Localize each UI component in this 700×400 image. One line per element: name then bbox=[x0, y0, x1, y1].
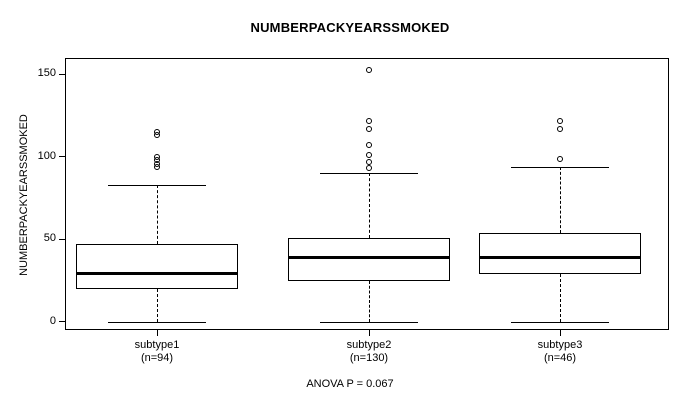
x-tick-label-subtype3: subtype3(n=46) bbox=[490, 339, 630, 365]
category-count: (n=130) bbox=[349, 352, 389, 364]
lower-whisker bbox=[369, 280, 370, 322]
x-tick-mark bbox=[560, 330, 561, 336]
outlier-point bbox=[154, 163, 160, 170]
lower-whisker-cap bbox=[108, 321, 206, 323]
outlier-point bbox=[366, 66, 372, 73]
x-tick-label-subtype2: subtype2(n=130) bbox=[299, 339, 439, 365]
x-tick-mark bbox=[157, 330, 158, 336]
anova-annotation: ANOVA P = 0.067 bbox=[306, 378, 394, 390]
outlier-point bbox=[366, 152, 372, 159]
category-name: subtype1 bbox=[134, 339, 180, 351]
upper-whisker bbox=[560, 166, 561, 233]
x-tick-mark bbox=[369, 330, 370, 336]
y-axis-label: NUMBERPACKYEARSSMOKED bbox=[18, 114, 30, 276]
category-count: (n=46) bbox=[543, 352, 577, 364]
lower-whisker bbox=[157, 288, 158, 322]
x-tick-label-subtype1: subtype1(n=94) bbox=[87, 339, 227, 365]
median-line bbox=[288, 255, 450, 259]
box-rect bbox=[288, 237, 450, 281]
outlier-point bbox=[366, 125, 372, 132]
median-line bbox=[76, 272, 238, 276]
outlier-point bbox=[557, 117, 563, 124]
upper-whisker bbox=[369, 173, 370, 238]
chart-title: NUMBERPACKYEARSSMOKED bbox=[250, 20, 450, 35]
median-line bbox=[479, 255, 641, 259]
category-name: subtype3 bbox=[537, 339, 583, 351]
y-tick-mark bbox=[59, 238, 65, 240]
plot-area bbox=[65, 58, 669, 330]
upper-whisker bbox=[157, 184, 158, 245]
outlier-point bbox=[366, 158, 372, 165]
upper-whisker-cap bbox=[511, 166, 609, 168]
outlier-point bbox=[557, 125, 563, 132]
y-tick-mark bbox=[59, 321, 65, 323]
y-tick-mark bbox=[59, 73, 65, 75]
box-rect bbox=[76, 244, 238, 289]
outlier-point bbox=[366, 117, 372, 124]
lower-whisker-cap bbox=[511, 321, 609, 323]
category-count: (n=94) bbox=[140, 352, 174, 364]
y-tick-label: 150 bbox=[37, 67, 56, 80]
outlier-point bbox=[366, 165, 372, 172]
category-name: subtype2 bbox=[346, 339, 392, 351]
upper-whisker-cap bbox=[108, 184, 206, 186]
y-tick-label: 50 bbox=[43, 232, 56, 245]
y-tick-label: 0 bbox=[49, 314, 56, 327]
upper-whisker-cap bbox=[320, 173, 418, 175]
lower-whisker bbox=[560, 273, 561, 322]
y-tick-label: 100 bbox=[37, 149, 56, 162]
outlier-point bbox=[366, 142, 372, 149]
outlier-point bbox=[154, 132, 160, 139]
box-rect bbox=[479, 232, 641, 274]
outlier-point bbox=[557, 155, 563, 162]
lower-whisker-cap bbox=[320, 321, 418, 323]
y-tick-mark bbox=[59, 156, 65, 158]
